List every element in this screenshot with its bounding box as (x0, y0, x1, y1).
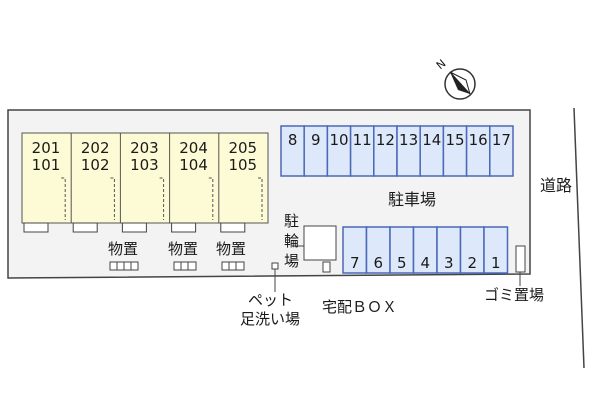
parking-space-number: 3 (443, 254, 454, 272)
parking-space-number: 4 (420, 254, 431, 272)
parking-space-number: 7 (349, 254, 360, 272)
parking-row-bottom (342, 226, 509, 274)
parking-space-number: 15 (445, 131, 465, 149)
unit-partition (159, 177, 165, 220)
unit-number-lower: 101 (31, 156, 61, 174)
unit-number-upper: 205 (228, 139, 258, 157)
parking-space-number: 1 (490, 254, 501, 272)
unit-partition (258, 177, 263, 220)
unit-partition (110, 177, 115, 220)
unit-number-lower: 102 (80, 156, 110, 174)
road-label: 道路 (540, 176, 573, 195)
unit-number-upper: 204 (179, 139, 208, 157)
parking-space-number: 17 (491, 131, 511, 149)
parking-space-number: 2 (467, 254, 478, 272)
delivery-box-label: 宅配ＢＯＸ (322, 298, 398, 316)
bike-parking-label-2: 輪 (284, 232, 300, 250)
parking-space-number: 5 (396, 254, 407, 272)
unit-partition (208, 177, 214, 220)
storage-shed-3 (221, 261, 245, 271)
parking-lot-label: 駐車場 (388, 190, 437, 209)
bike-parking-label-3: 場 (284, 252, 300, 270)
balconies (23, 222, 246, 233)
storage-label-2: 物置 (168, 240, 199, 258)
balcony (121, 222, 147, 233)
balcony (171, 222, 197, 233)
parking-space (483, 226, 509, 274)
balcony (23, 222, 49, 233)
pet-wash-label-1: ペット (248, 291, 294, 309)
delivery-box-marker (322, 261, 331, 273)
bike-parking-area (303, 225, 337, 261)
parking-space-number: 10 (329, 131, 349, 149)
north-compass-icon (444, 68, 476, 100)
pet-wash-label-2: 足洗い場 (240, 310, 301, 328)
pet-wash-marker (271, 262, 279, 270)
unit-dividers (61, 133, 263, 223)
parking-space-number: 6 (373, 254, 384, 272)
parking-space (489, 125, 514, 177)
garbage-area-label: ゴミ置場 (484, 286, 545, 304)
parking-space-number: 13 (399, 131, 419, 149)
unit-number-upper: 201 (31, 139, 61, 157)
parking-space-number: 11 (352, 131, 372, 149)
unit-number-upper: 202 (80, 139, 110, 157)
road-edge-line (573, 107, 585, 369)
balcony (220, 222, 246, 233)
unit-partition (61, 177, 66, 220)
unit-number-lower: 103 (130, 156, 159, 174)
balcony (72, 222, 98, 233)
bike-parking-label-1: 駐 (284, 212, 300, 230)
parking-space-number: 8 (287, 131, 298, 149)
parking-row-top (280, 125, 514, 177)
parking-space-number: 14 (422, 131, 442, 149)
unit-number-upper: 203 (130, 139, 159, 157)
storage-label-3: 物置 (216, 240, 247, 258)
storage-shed-1 (109, 261, 139, 271)
parking-space-number: 12 (375, 131, 395, 149)
garbage-area-marker (515, 245, 526, 273)
unit-number-lower: 105 (228, 156, 258, 174)
parking-space-number: 16 (468, 131, 488, 149)
parking-space-number: 9 (311, 131, 321, 149)
storage-shed-2 (173, 261, 197, 271)
unit-number-lower: 104 (179, 156, 208, 174)
storage-label-1: 物置 (108, 240, 139, 258)
